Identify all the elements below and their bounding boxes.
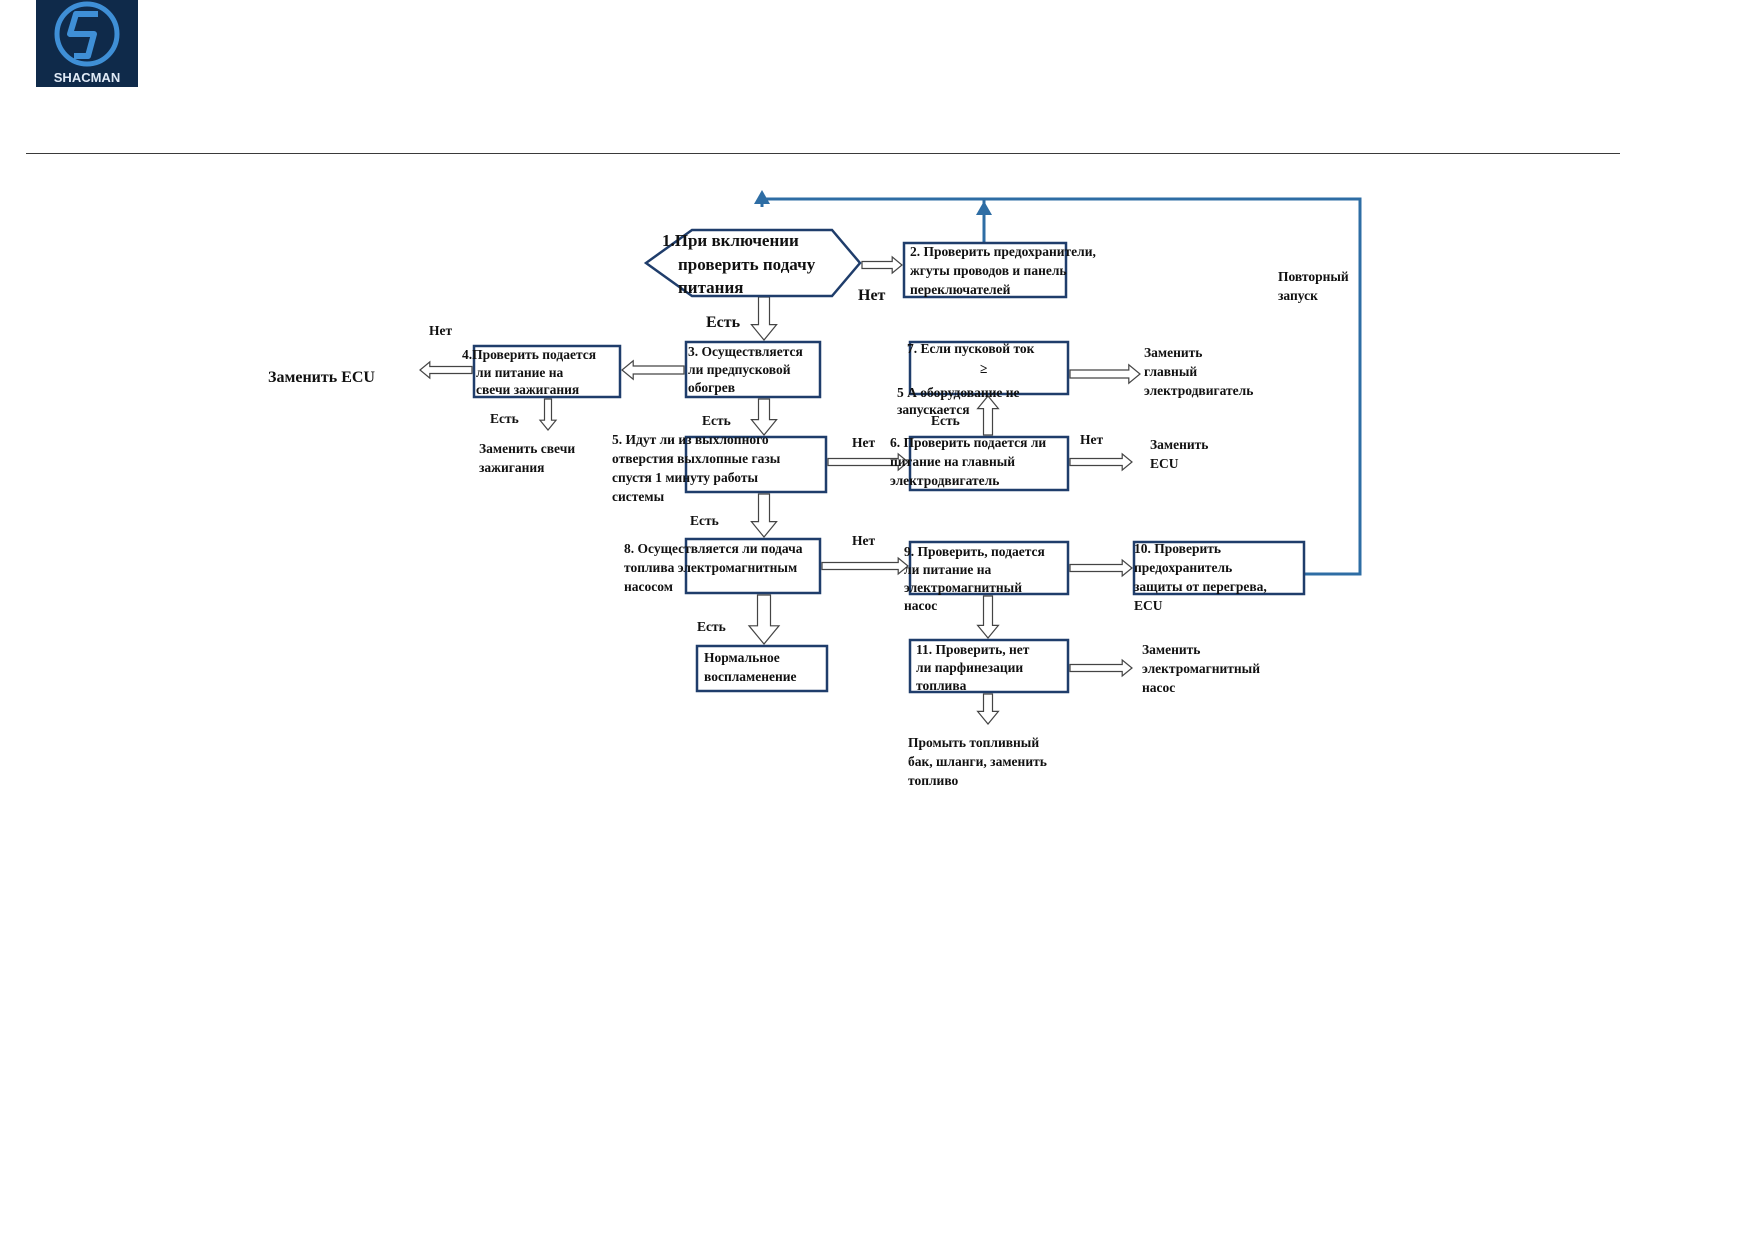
node-7-label: 7. Если пусковой ток ≥ 5 А оборудование …: [897, 341, 1038, 417]
arrow-11-to-flush: [976, 693, 1000, 725]
normal-ignition-box: [695, 644, 829, 693]
edge-label-yes: Есть: [706, 314, 741, 331]
edge-label-no: Нет: [852, 533, 875, 548]
node-9-label: 9. Проверить, подается ли питание на эле…: [904, 544, 1048, 613]
arrow-1-to-3: [750, 296, 778, 341]
edge-label-no: Нет: [858, 287, 886, 304]
edge-label-no: Нет: [429, 323, 452, 338]
node-2-box: [902, 241, 1068, 299]
node-4-label: 4.Проверить подается ли питание на свечи…: [462, 347, 599, 397]
outcome-flush-tank: Промыть топливный бак, шланги, заменить …: [908, 735, 1050, 788]
loop-arrowhead: [976, 201, 992, 215]
arrow-8-to-9: [821, 556, 909, 576]
outcome-replace-pump: Заменить электромагнитный насос: [1142, 642, 1263, 695]
node-1-label: 1.При включении проверить подачу питания: [662, 231, 819, 297]
node-5-box: [684, 435, 828, 494]
arrow-8-to-normal: [747, 594, 781, 645]
header-divider: [26, 153, 1620, 154]
node-6-label: 6. Проверить подается ли питание на глав…: [890, 435, 1050, 488]
arrow-5-to-6: [827, 452, 909, 472]
node-5-label: 5. Идут ли из выхлопного отверстия выхло…: [612, 432, 784, 504]
arrow-4-to-plugs: [538, 398, 558, 431]
arrow-6-to-replace-ecu: [1069, 452, 1133, 472]
arrow-5-to-8: [750, 493, 778, 538]
edge-label-yes: Есть: [697, 619, 726, 634]
arrow-7-to-replace-motor: [1069, 363, 1141, 385]
outcome-restart: Повторный запуск: [1278, 269, 1352, 303]
outcome-replace-plugs: Заменить свечи зажигания: [479, 441, 578, 475]
logo-text: SHACMAN: [54, 70, 120, 85]
arrow-9-to-10: [1069, 558, 1133, 578]
edge-label-yes: Есть: [490, 411, 519, 426]
node-11-box: [908, 638, 1070, 694]
edge-label-no: Нет: [1080, 432, 1103, 447]
normal-ignition-label: Нормальное воспламенение: [704, 650, 797, 684]
node-9-box: [908, 540, 1070, 596]
arrow-3-to-4: [621, 359, 685, 381]
node-10-label: 10. Проверить предохранитель защиты от п…: [1134, 541, 1270, 613]
node-4-box: [472, 344, 622, 399]
arrow-9-to-11: [976, 595, 1000, 639]
arrow-6-to-7: [976, 395, 1000, 436]
node-11-label: 11. Проверить, нет ли парфинезации топли…: [916, 642, 1033, 693]
node-3-box: [684, 340, 822, 399]
outcome-replace-motor: Заменить главный электродвигатель: [1144, 345, 1253, 398]
arrow-11-to-replace-pump: [1069, 658, 1133, 678]
arrow-4-to-replace-ecu: [419, 360, 473, 380]
edge-label-no: Нет: [852, 435, 875, 450]
outcome-replace-ecu-right: Заменить ECU: [1150, 437, 1212, 471]
node-6-box: [908, 435, 1070, 492]
arrow-3-to-5: [750, 398, 778, 436]
node-7-box: [908, 340, 1070, 396]
node-8-label: 8. Осуществляется ли подача топлива элек…: [624, 541, 806, 594]
node-2-label: 2. Проверить предохранители, жгуты прово…: [910, 244, 1099, 297]
node-1-hexagon: [643, 228, 862, 298]
node-3-label: 3. Осуществляется ли предпусковой обогре…: [688, 344, 806, 395]
edge-label-yes: Есть: [702, 413, 731, 428]
node-10-box: [1132, 540, 1306, 596]
edge-label-yes: Есть: [690, 513, 719, 528]
outcome-replace-ecu-left: Заменить ECU: [268, 369, 375, 386]
arrow-1-to-2: [861, 255, 903, 275]
node-8-box: [684, 537, 822, 595]
loop-arrowhead: [754, 190, 770, 204]
shacman-logo-icon: SHACMAN: [36, 0, 138, 87]
flow-arrows: [419, 255, 1141, 725]
edge-label-yes: Есть: [931, 413, 960, 428]
